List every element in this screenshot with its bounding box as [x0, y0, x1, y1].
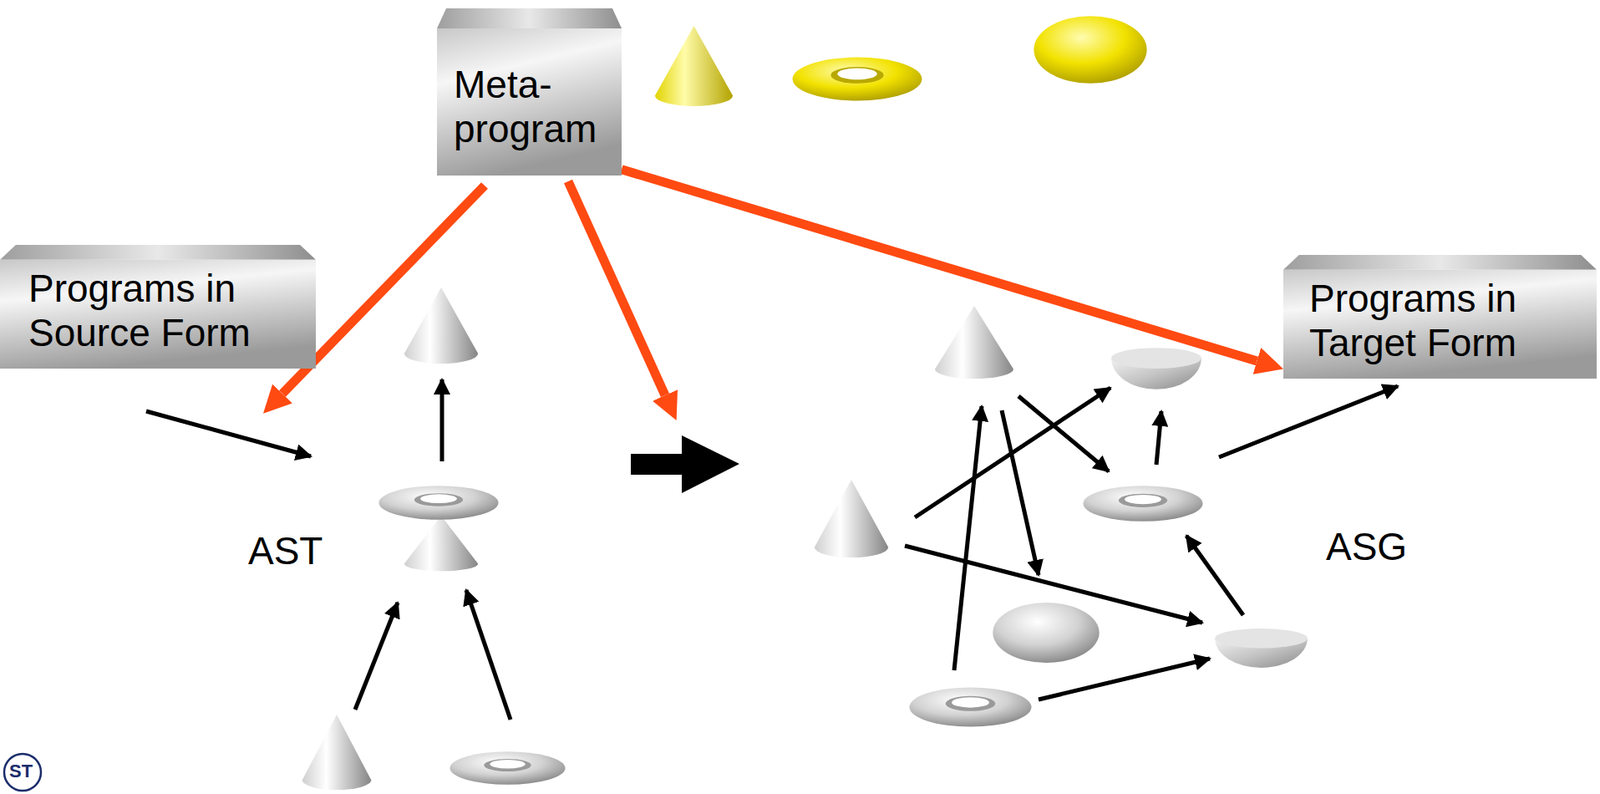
meta-arrow	[568, 181, 666, 396]
asg-arrow	[1156, 411, 1162, 465]
ast-cone	[302, 714, 372, 790]
input-arrow	[146, 411, 311, 457]
graph-label: ASG	[1325, 524, 1407, 569]
ast-torus	[378, 485, 498, 520]
box-label: Programs in Source Form	[28, 266, 296, 356]
ast-torus	[449, 751, 565, 785]
yellow-sphere	[1033, 15, 1147, 84]
tree-label: AST	[248, 528, 323, 574]
asg-arrow	[1038, 658, 1210, 700]
meta-arrow	[621, 169, 1257, 361]
ast-cone	[404, 287, 478, 364]
asg-hemisphere	[1111, 347, 1202, 390]
asg-cone	[934, 305, 1014, 379]
process-box: Programs in Source Form	[0, 244, 316, 369]
ast-cone	[404, 515, 478, 571]
logo-circle	[4, 753, 41, 791]
asg-torus	[1082, 485, 1203, 522]
asg-arrow	[1186, 535, 1244, 615]
box-label: Meta- program	[453, 62, 606, 152]
box-label: Programs in Target Form	[1309, 276, 1577, 366]
asg-arrow	[904, 545, 1203, 623]
ast-arrow	[355, 602, 398, 710]
asg-arrow	[954, 406, 982, 671]
transform-arrow	[630, 435, 740, 493]
process-box: Meta- program	[436, 8, 622, 176]
asg-arrow	[1018, 396, 1109, 472]
yellow-cone	[655, 25, 733, 107]
ast-arrow	[466, 589, 511, 720]
process-box: Programs in Target Form	[1283, 254, 1597, 379]
asg-sphere	[992, 602, 1099, 663]
asg-torus	[909, 686, 1032, 727]
asg-arrow	[1001, 410, 1039, 575]
output-arrow	[1219, 386, 1398, 458]
yellow-torus	[792, 57, 923, 102]
asg-cone	[814, 479, 889, 558]
logo-text: ST	[9, 760, 33, 782]
ast-arrow	[440, 379, 445, 462]
asg-hemisphere	[1214, 628, 1308, 668]
